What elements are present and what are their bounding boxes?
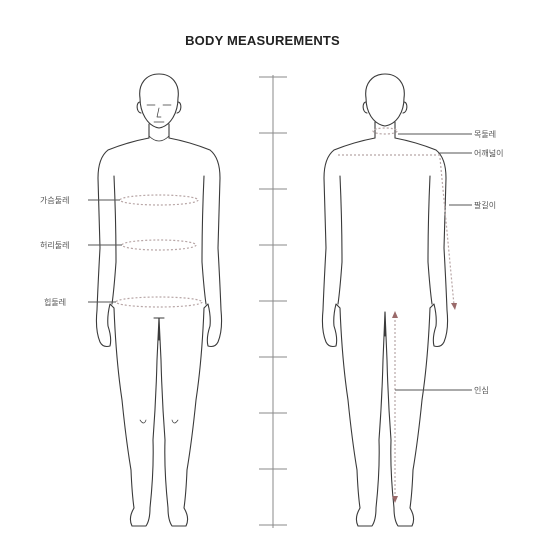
front-head [139,73,179,129]
front-measure-lines [115,194,203,308]
hip-measure-line [115,296,203,308]
chest-measure-line [119,194,199,206]
hip-label: 힙둘레 [44,297,66,307]
back-leaders [395,133,472,391]
front-crotch [153,317,165,341]
back-neck [374,121,396,139]
waist-measure-line [121,239,197,251]
back-right-inner-arm [427,175,433,305]
inseam-label: 인심 [474,385,489,395]
front-knees [139,419,179,424]
front-ear-left [136,101,142,114]
front-right-inner-arm [201,175,207,305]
sleeve-measure-line [439,157,455,306]
inseam-arrowhead-bottom [392,496,398,503]
front-neck [148,123,170,139]
back-ear-left [362,101,368,114]
sleeve-arrowhead [451,303,457,310]
front-left-inner-arm [111,175,117,305]
back-head [365,73,405,127]
waist-label: 허리둘레 [40,241,69,250]
height-ruler [259,75,287,528]
front-collar [148,135,170,142]
front-figure [95,73,223,527]
neck-label: 목둘레 [474,130,496,139]
front-leaders [88,199,122,303]
chest-label: 가슴둘레 [40,196,69,205]
back-left-inner-arm [337,175,343,305]
neck-measure-line [372,127,398,135]
page-title: BODY MEASUREMENTS [185,33,340,48]
inseam-arrowhead-top [392,311,398,318]
sleeve-label: 팔길이 [474,200,496,210]
back-ear-right [402,101,408,114]
shoulder-label: 어깨넓이 [474,148,503,158]
front-ear-right [176,101,182,114]
back-measure-lines [338,127,455,498]
back-measure-arrows [392,303,457,503]
back-figure [321,73,449,527]
front-nose [156,107,162,118]
